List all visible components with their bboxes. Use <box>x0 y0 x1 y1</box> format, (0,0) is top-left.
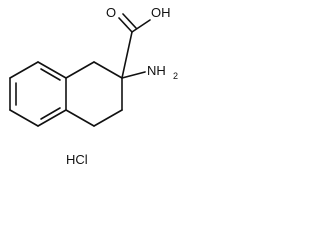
carboxylic-acid-group: O OH <box>106 5 171 79</box>
bond-to-carboxyl <box>121 31 133 79</box>
bond-aromatic-1 <box>9 61 39 79</box>
bond-ch2-benzylic <box>65 109 95 127</box>
carbonyl-double-bond-b <box>122 13 137 29</box>
bond-quaternary-upper <box>93 61 123 79</box>
cyclohexane-ring <box>65 61 123 127</box>
chemical-structure: O OH NH 2 HCl <box>9 5 178 167</box>
bond-aromatic-4 <box>37 109 67 127</box>
hydrochloride-label: HCl <box>66 152 88 167</box>
amine-subscript: 2 <box>173 71 178 81</box>
double-bond-inner-3 <box>40 68 61 81</box>
bond-aromatic-3 <box>9 109 39 127</box>
amine-label: NH <box>147 63 166 78</box>
carbonyl-oxygen-label: O <box>106 5 116 20</box>
bond-to-amine <box>121 71 146 79</box>
carbonyl-double-bond-a <box>118 17 133 33</box>
bond-aromatic-6 <box>37 61 67 79</box>
amine-group: NH 2 <box>121 63 178 81</box>
bond-ch2-lower <box>93 109 123 127</box>
double-bond-inner-2 <box>40 107 61 120</box>
bond-to-hydroxyl <box>131 19 151 33</box>
benzene-ring <box>9 61 67 127</box>
hydroxyl-label: OH <box>151 5 171 20</box>
bond-ch2-upper <box>65 61 95 79</box>
